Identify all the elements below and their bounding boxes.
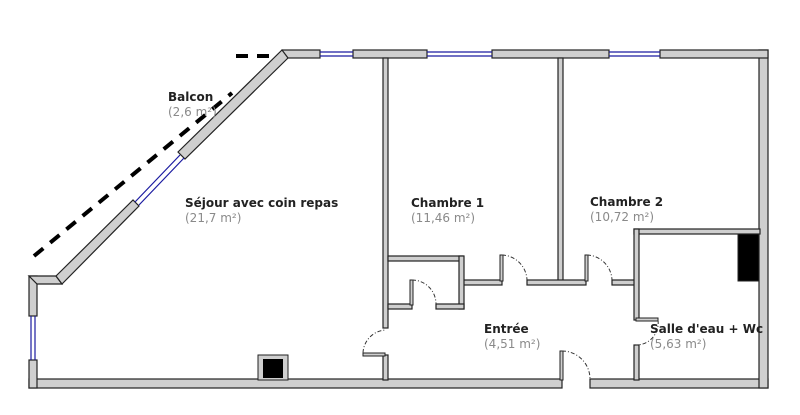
room-name: Chambre 1 <box>411 196 485 210</box>
room-label-balcon: Balcon (2,6 m²) <box>168 90 217 120</box>
door-chambre-1[interactable] <box>499 254 528 282</box>
wall-bathroom-left-1 <box>633 228 640 321</box>
wall-sejour-entree <box>382 354 389 381</box>
wall-corridor-2 <box>526 279 587 286</box>
wall-diagonal-upper <box>177 49 289 160</box>
wall-bottom-right <box>589 378 769 389</box>
wall-bottom-left <box>28 378 563 389</box>
room-area: (11,46 m²) <box>411 211 476 225</box>
room-label-sejour: Séjour avec coin repas (21,7 m²) <box>185 196 338 226</box>
wall-top-4 <box>659 49 769 59</box>
room-area: (21,7 m²) <box>185 211 242 225</box>
room-label-entree: Entrée (4,51 m²) <box>484 322 540 352</box>
wall-diagonal-lower <box>55 199 140 285</box>
wall-top-3 <box>491 49 610 59</box>
bathroom-duct <box>737 233 760 282</box>
room-name: Chambre 2 <box>590 195 664 209</box>
balcony-outline <box>32 91 234 258</box>
window-sejour-top <box>320 51 353 57</box>
room-name: Séjour avec coin repas <box>185 196 339 210</box>
wall-sejour-chambre-1 <box>382 57 389 329</box>
room-label-chambre-2: Chambre 2 (10,72 m²) <box>590 195 663 225</box>
chimney-duct-core <box>263 359 283 378</box>
room-area: (5,63 m²) <box>650 337 707 351</box>
room-name: Balcon <box>168 90 214 104</box>
door-bathroom[interactable] <box>635 317 659 346</box>
wall-closet-top <box>387 255 464 262</box>
window-chambre-1 <box>427 51 492 57</box>
room-label-salle-d-eau: Salle d'eau + Wc (5,63 m²) <box>650 322 763 352</box>
wall-closet-bottom-1 <box>387 303 413 310</box>
room-area: (2,6 m²) <box>168 105 217 119</box>
room-area: (4,51 m²) <box>484 337 541 351</box>
door-closet[interactable] <box>409 279 437 306</box>
door-entrance[interactable] <box>559 350 591 381</box>
wall-closet-bottom-2 <box>435 303 465 310</box>
wall-bathroom-top <box>633 228 761 235</box>
wall-chambre-1-chambre-2 <box>557 57 564 282</box>
wall-top-2 <box>352 49 428 59</box>
window-diagonal <box>134 154 185 206</box>
wall-left-bottom <box>28 359 38 389</box>
door-chambre-2[interactable] <box>584 254 613 282</box>
room-area: (10,72 m²) <box>590 210 655 224</box>
room-name: Entrée <box>484 322 529 336</box>
wall-bathroom-left-2 <box>633 344 640 381</box>
wall-closet-right <box>458 255 465 310</box>
window-chambre-2 <box>609 51 660 57</box>
room-label-chambre-1: Chambre 1 (11,46 m²) <box>411 196 484 226</box>
wall-corridor-1 <box>459 279 503 286</box>
door-sejour[interactable] <box>362 329 386 357</box>
room-name: Salle d'eau + Wc <box>650 322 764 336</box>
window-left <box>30 316 36 360</box>
